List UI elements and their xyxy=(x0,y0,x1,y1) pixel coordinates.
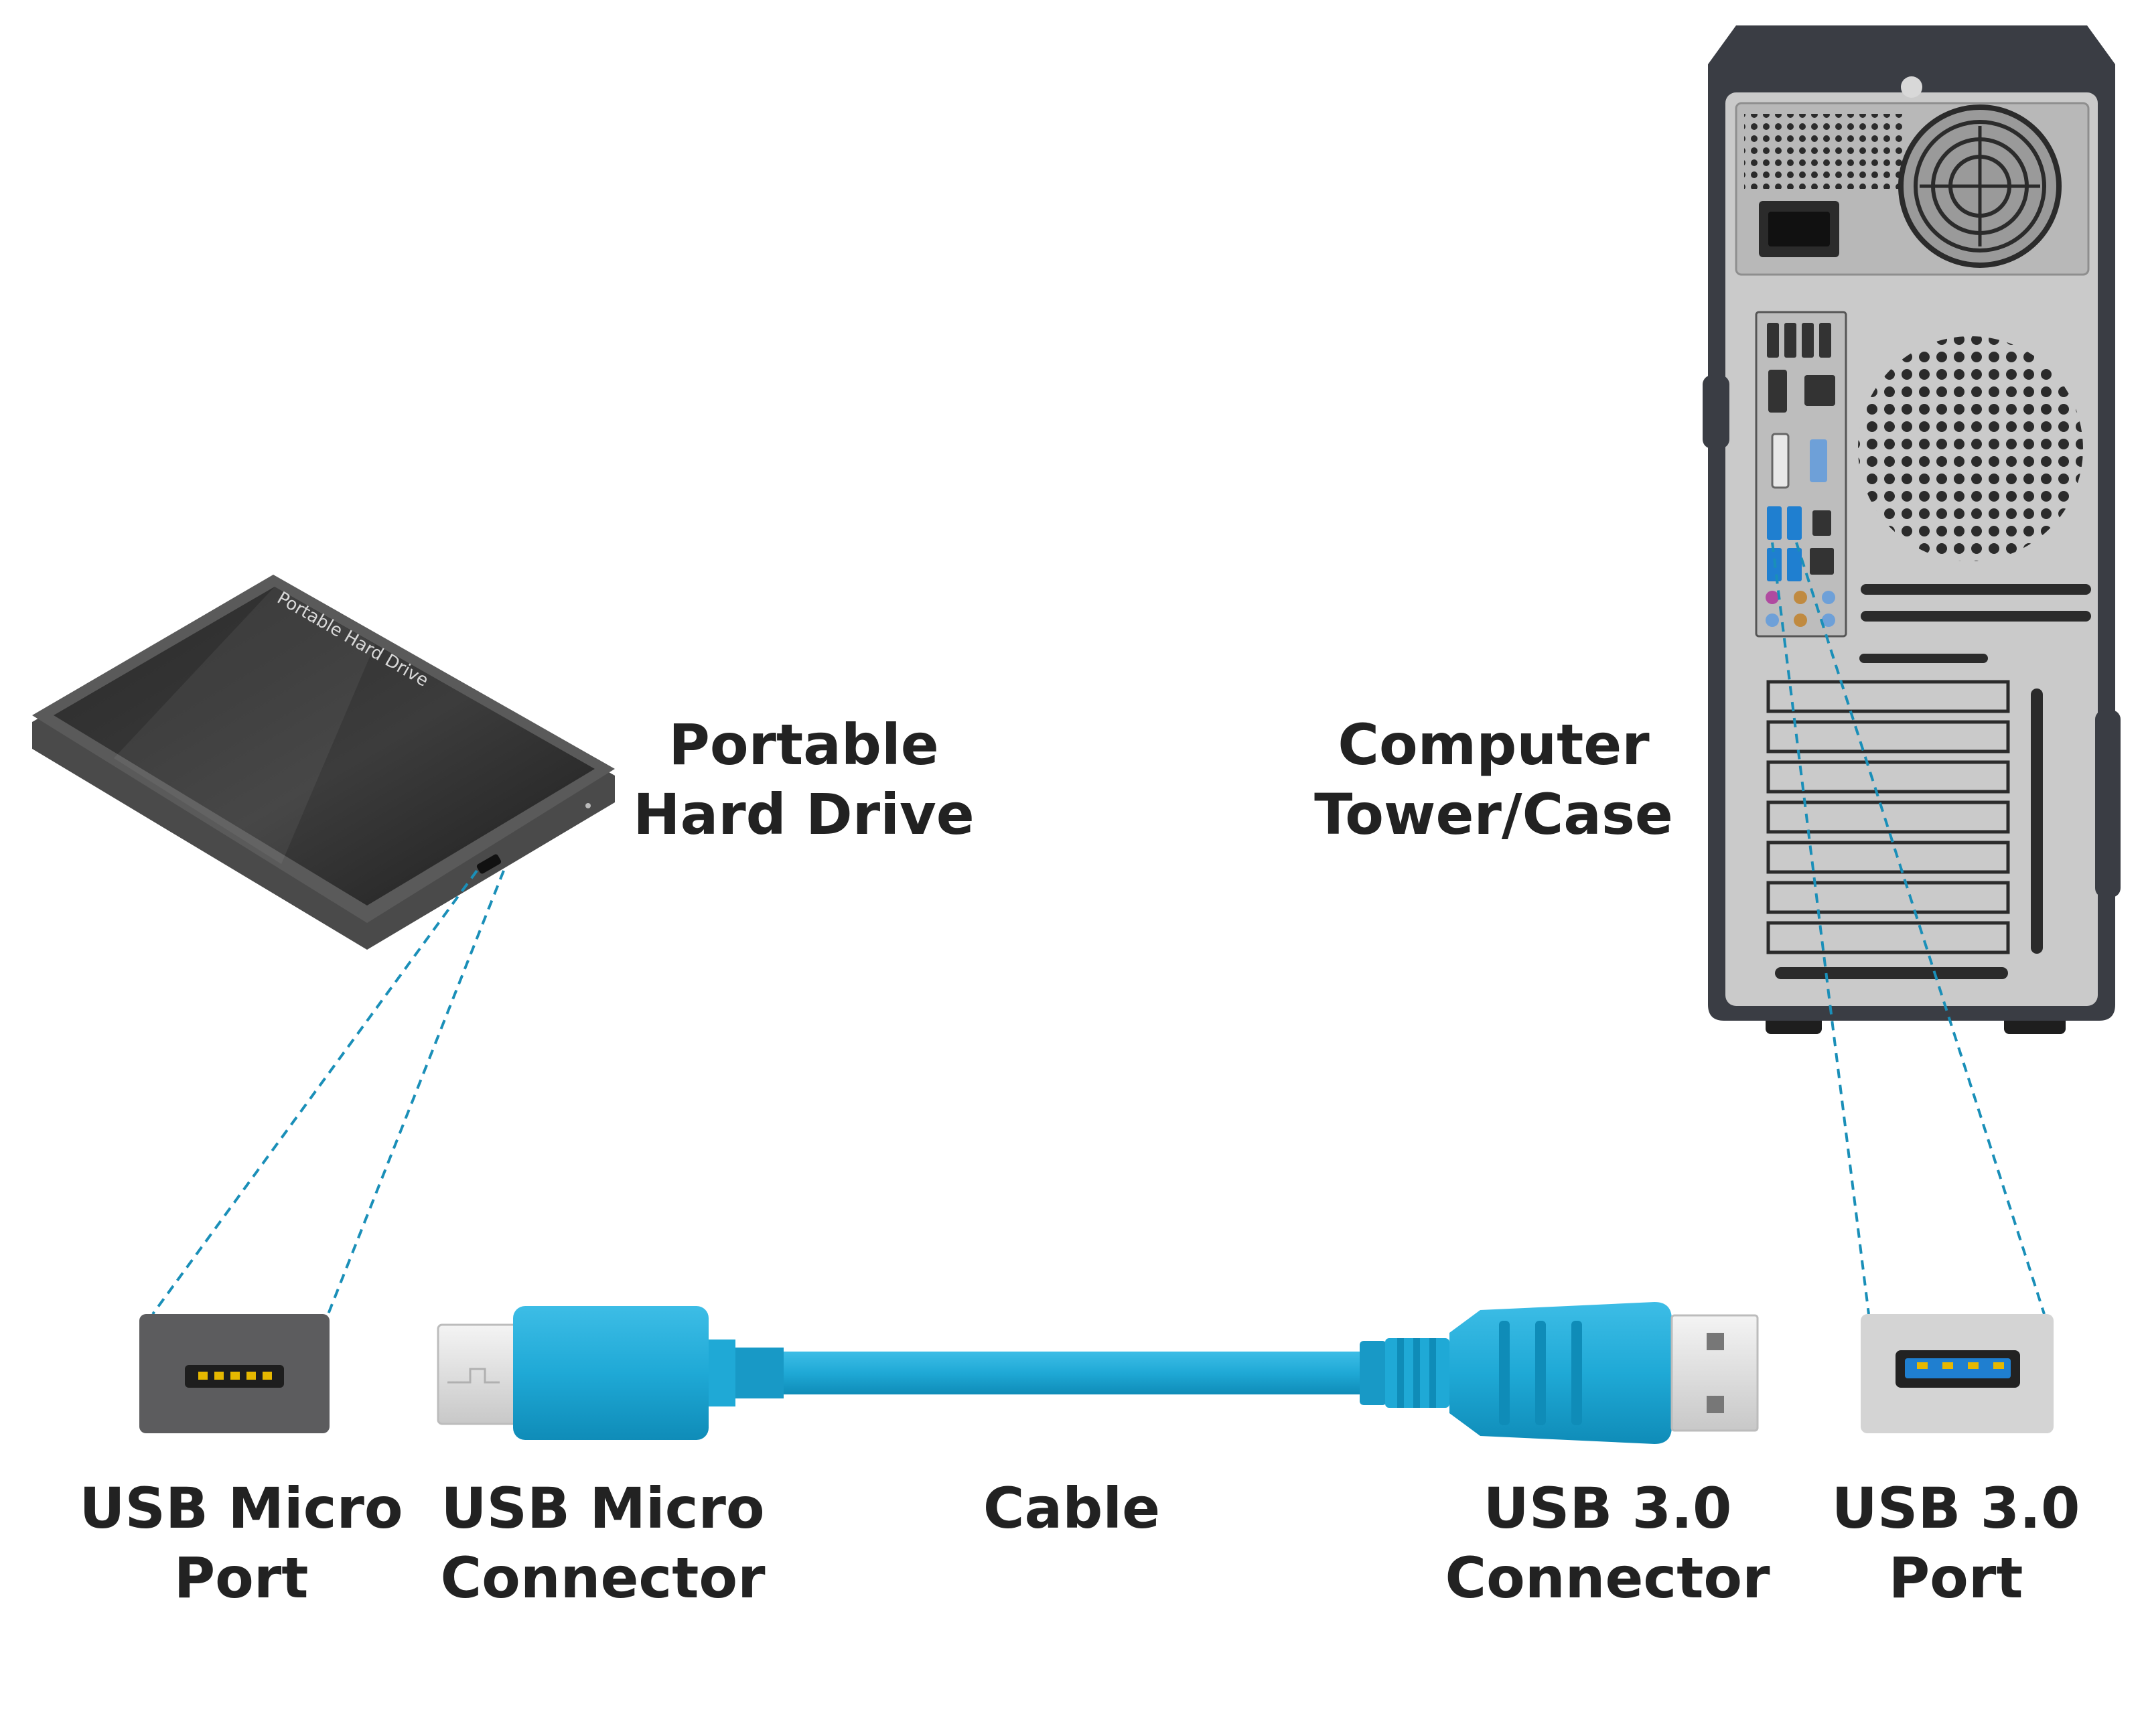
label-line: USB 3.0 xyxy=(1831,1475,2080,1541)
label-line: Hard Drive xyxy=(633,782,975,847)
label-usb30-port: USB 3.0 Port xyxy=(1808,1473,2103,1613)
usb30-connector-icon xyxy=(1360,1302,1759,1444)
cable-icon xyxy=(437,1302,1759,1444)
label-line: USB Micro xyxy=(79,1475,403,1541)
label-line: Computer xyxy=(1338,712,1650,778)
label-usb-micro-connector: USB Micro Connector xyxy=(429,1473,777,1613)
usb-micro-connector-icon xyxy=(437,1306,784,1440)
label-usb-micro-port: USB Micro Port xyxy=(74,1473,409,1613)
label-line: Portable xyxy=(668,712,939,778)
usb-micro-port-icon xyxy=(139,1314,330,1433)
label-computer-tower: Computer Tower/Case xyxy=(1313,710,1674,849)
label-cable: Cable xyxy=(938,1473,1206,1543)
portable-hard-drive-icon: Portable Hard Drive xyxy=(32,575,615,950)
label-line: Cable xyxy=(983,1475,1161,1541)
label-line: USB Micro xyxy=(441,1475,765,1541)
computer-tower-icon xyxy=(1703,25,2121,1034)
leader-lines-usb30 xyxy=(1771,542,2046,1315)
usb30-port-icon xyxy=(1861,1314,2054,1433)
label-line: Port xyxy=(1888,1545,2023,1611)
label-line: Connector xyxy=(1445,1545,1770,1611)
label-portable-hard-drive: Portable Hard Drive xyxy=(630,710,978,849)
label-line: USB 3.0 xyxy=(1483,1475,1732,1541)
label-usb30-connector: USB 3.0 Connector xyxy=(1433,1473,1782,1613)
label-line: Connector xyxy=(440,1545,766,1611)
label-line: Tower/Case xyxy=(1314,782,1673,847)
label-line: Port xyxy=(173,1545,309,1611)
leader-lines-micro xyxy=(151,869,505,1315)
